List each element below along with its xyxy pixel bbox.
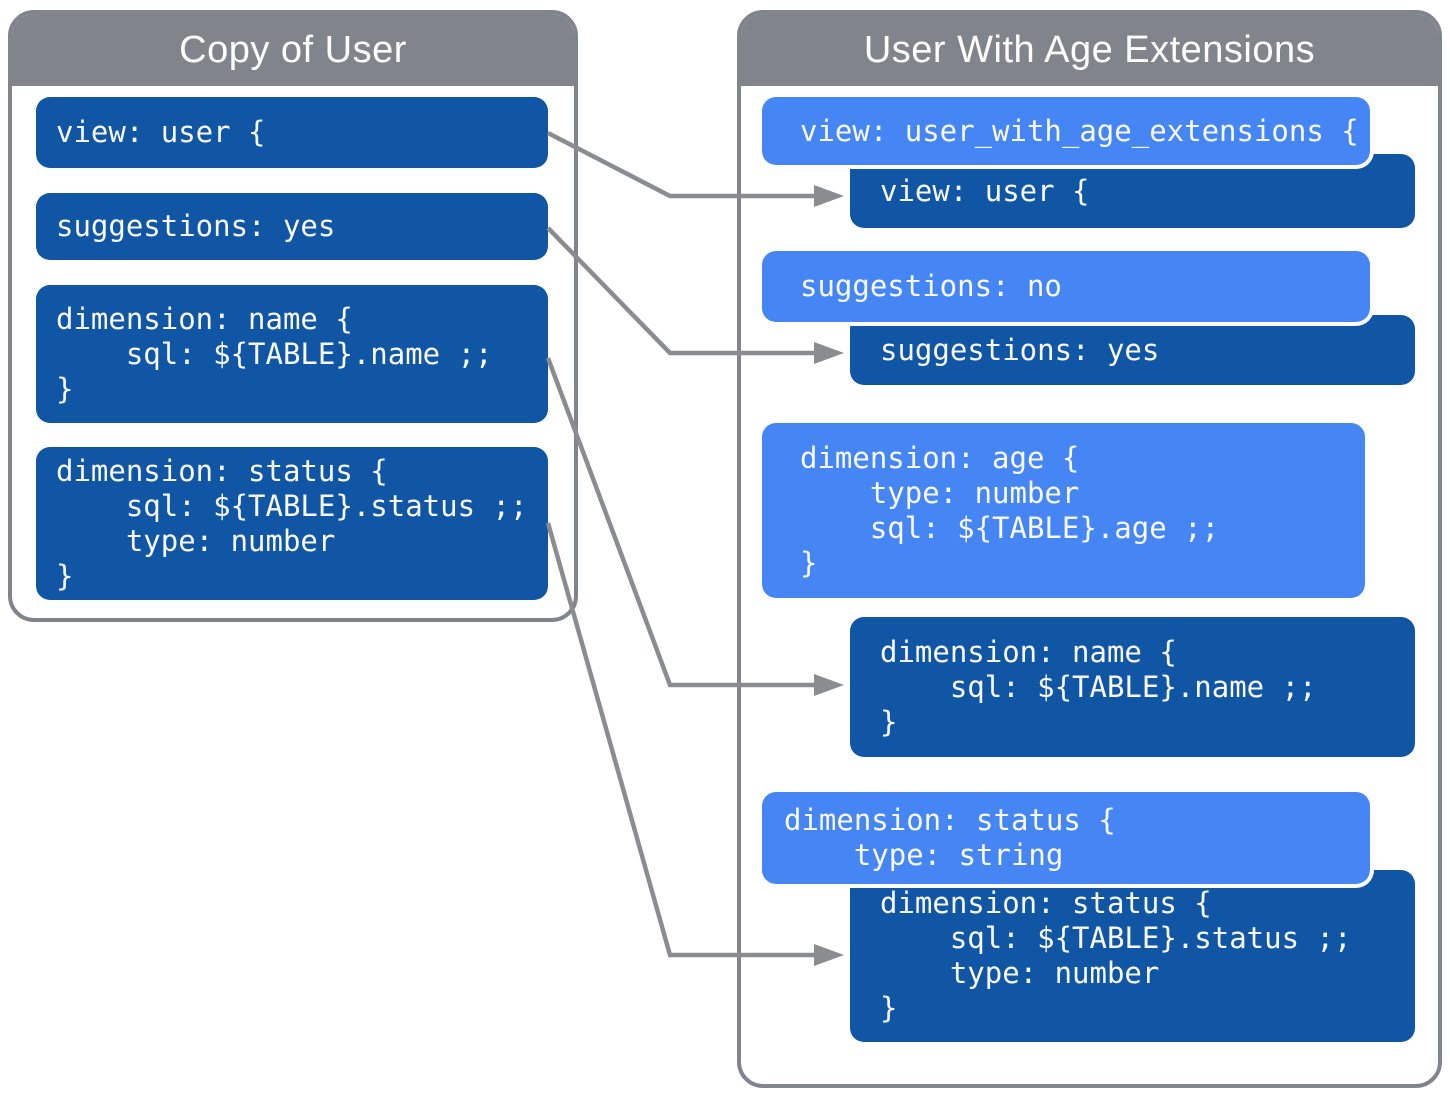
- code-line: suggestions: yes: [880, 332, 1160, 367]
- code-line: view: user {: [880, 173, 1090, 208]
- panel-copy-of-user-header: Copy of User: [12, 14, 574, 86]
- code-block-dimension-status-override: dimension: status { type: string: [762, 792, 1370, 884]
- code-block-view-user: view: user {: [36, 97, 548, 168]
- code-line: dimension: age {: [800, 440, 1080, 475]
- code-line: sql: ${TABLE}.status ;;: [880, 921, 1352, 955]
- code-line: type: number: [800, 475, 1080, 510]
- code-line: sql: ${TABLE}.name ;;: [880, 669, 1317, 704]
- code-line: dimension: status {: [56, 453, 388, 488]
- code-line: type: string: [784, 838, 1064, 872]
- code-block-suggestions-no: suggestions: no: [762, 251, 1370, 322]
- code-line: dimension: status {: [880, 886, 1212, 920]
- code-line: }: [880, 704, 898, 739]
- code-line: suggestions: yes: [56, 209, 336, 243]
- code-block-dimension-name-inherited: dimension: name { sql: ${TABLE}.name ;; …: [850, 617, 1415, 757]
- code-line: dimension: name {: [880, 634, 1177, 669]
- code-block-dimension-name: dimension: name { sql: ${TABLE}.name ;; …: [36, 285, 548, 423]
- code-line: }: [56, 371, 74, 406]
- code-line: dimension: status {: [784, 803, 1116, 837]
- code-block-view-user-with-age-extensions: view: user_with_age_extensions {: [762, 97, 1370, 165]
- code-line: sql: ${TABLE}.age ;;: [800, 510, 1220, 545]
- panel-user-with-age-extensions-header: User With Age Extensions: [741, 14, 1438, 86]
- code-block-view-user-inherited: view: user {: [850, 154, 1415, 228]
- code-line: }: [56, 558, 74, 593]
- panel-user-with-age-extensions-title: User With Age Extensions: [863, 28, 1316, 71]
- code-block-suggestions-yes: suggestions: yes: [36, 193, 548, 260]
- code-block-dimension-status: dimension: status { sql: ${TABLE}.status…: [36, 447, 548, 600]
- code-line: type: number: [880, 956, 1160, 990]
- code-line: }: [800, 545, 818, 580]
- code-line: }: [880, 991, 898, 1025]
- code-line: sql: ${TABLE}.status ;;: [56, 488, 528, 523]
- code-block-dimension-status-inherited: dimension: status { sql: ${TABLE}.status…: [850, 870, 1415, 1042]
- code-line: sql: ${TABLE}.name ;;: [56, 336, 493, 371]
- panel-copy-of-user-title: Copy of User: [179, 28, 407, 71]
- code-line: suggestions: no: [800, 269, 1062, 303]
- code-line: view: user_with_age_extensions {: [800, 113, 1359, 148]
- code-line: type: number: [56, 523, 336, 558]
- code-block-suggestions-yes-inherited: suggestions: yes: [850, 315, 1415, 385]
- code-block-dimension-age: dimension: age { type: number sql: ${TAB…: [762, 423, 1365, 598]
- code-line: dimension: name {: [56, 301, 353, 336]
- code-line: view: user {: [56, 115, 266, 149]
